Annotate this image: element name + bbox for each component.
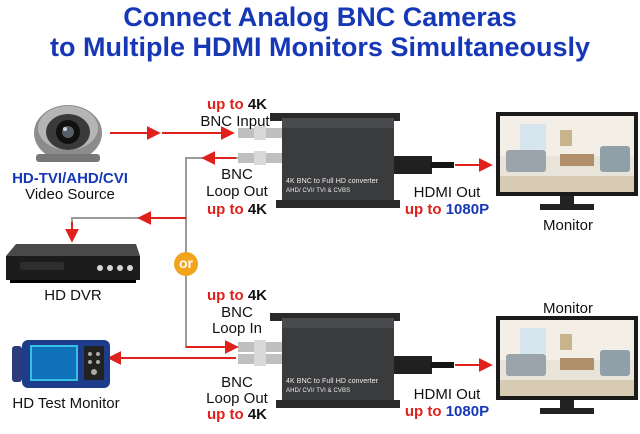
title-line-2: to Multiple HDMI Monitors Simultaneously <box>50 32 590 62</box>
or-badge: or <box>174 252 198 276</box>
top-loop-spec-prefix: up to <box>206 201 244 218</box>
bottom-box-text-2: AHD/ CVI/ TVI & CVBS <box>286 388 351 394</box>
bottom-box-text-1: 4K BNC to Full HD converter <box>286 378 379 385</box>
bottom-loop-spec: up to 4K <box>196 406 278 423</box>
bottom-input-spec-value: 4K <box>247 287 267 304</box>
converter-box-icon <box>270 113 400 208</box>
top-loop-spec: up to 4K <box>196 201 278 218</box>
top-input-label: BNC Input <box>200 113 270 130</box>
bnc-connector-icon <box>238 340 282 366</box>
bottom-input-spec: up to 4K <box>196 287 278 304</box>
top-input-spec-prefix: up to <box>206 96 244 113</box>
bottom-monitor-label: Monitor <box>542 300 594 317</box>
bottom-loop-spec-prefix: up to <box>206 406 244 423</box>
hdmi-plug-icon <box>394 156 454 174</box>
bottom-hdmi-label: HDMI Out <box>413 386 481 403</box>
bottom-input-spec-prefix: up to <box>206 287 244 304</box>
title-line-1: Connect Analog BNC Cameras <box>123 2 517 32</box>
top-input-spec: up to 4K <box>196 96 278 113</box>
source-formats: HD-TVI/AHD/CVI <box>0 170 140 187</box>
bottom-loop-spec-value: 4K <box>247 406 267 423</box>
tv-monitor-icon <box>496 112 638 210</box>
top-hdmi-label: HDMI Out <box>413 184 481 201</box>
source-formats-text: HD-TVI/AHD/CVI <box>12 170 128 187</box>
tv-monitor-icon <box>496 316 638 414</box>
top-loop-spec-value: 4K <box>247 201 267 218</box>
bottom-input-label-1: BNC <box>221 304 253 321</box>
test-monitor-icon <box>12 340 110 388</box>
top-monitor-label: Monitor <box>542 217 594 234</box>
top-box-text-2: AHD/ CVI/ TVI & CVBS <box>286 188 351 194</box>
top-loop-label-2: Loop Out <box>206 183 268 200</box>
top-hdmi-spec-prefix: up to <box>404 201 442 218</box>
bottom-input-label-2: Loop In <box>211 320 263 337</box>
bottom-loop-label-2: Loop Out <box>206 390 268 407</box>
source-label: Video Source <box>25 186 115 203</box>
top-hdmi-spec: up to 1080P <box>400 201 494 218</box>
bottom-loop-label-1: BNC <box>221 374 253 391</box>
dome-camera-icon <box>34 105 102 162</box>
hdmi-plug-icon <box>394 356 454 374</box>
dvr-label: HD DVR <box>44 287 102 304</box>
top-loop-label-1: BNC <box>221 166 253 183</box>
bnc-connector-icon <box>238 126 282 165</box>
dvr-icon <box>6 244 140 283</box>
tester-label: HD Test Monitor <box>12 395 120 412</box>
bottom-hdmi-spec: up to 1080P <box>400 403 494 420</box>
top-input-spec-value: 4K <box>247 96 267 113</box>
top-hdmi-spec-value: 1080P <box>445 201 490 218</box>
bottom-hdmi-spec-prefix: up to <box>404 403 442 420</box>
bottom-hdmi-spec-value: 1080P <box>445 403 490 420</box>
converter-box-icon <box>270 313 400 408</box>
top-box-text-1: 4K BNC to Full HD converter <box>286 178 379 185</box>
